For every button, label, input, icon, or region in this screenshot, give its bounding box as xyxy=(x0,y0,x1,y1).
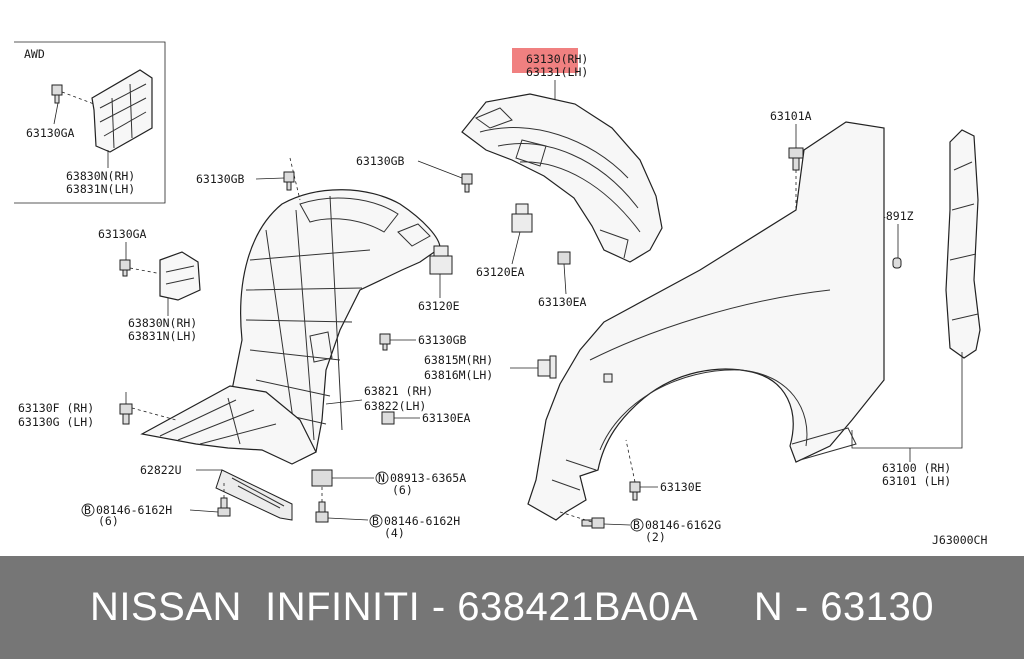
mid-bracket xyxy=(159,251,201,301)
circle-b-icon xyxy=(81,503,95,517)
bolt-icon xyxy=(788,147,804,171)
label-63830n-mid: 63830N(RH) xyxy=(128,316,197,330)
bolt-icon xyxy=(51,84,63,104)
label-63130g-lh: 63130G (LH) xyxy=(18,415,94,429)
label-08146-mid: 08146-6162H xyxy=(384,514,460,528)
bolt-icon xyxy=(283,171,295,191)
label-63822-lh: 63822(LH) xyxy=(364,399,426,413)
label-63830n-inset: 63830N(RH) xyxy=(66,169,135,183)
part-number-banner: NISSAN INFINITI - 638421BA0A N - 63130 xyxy=(0,556,1024,659)
circle-b-icon xyxy=(369,514,383,528)
parts-diagram: AWD 63130GA 63830N(RH) 63831N(LH) 63130(… xyxy=(14,41,988,547)
bolt-icon xyxy=(379,333,391,351)
label-63815m-rh: 63815M(RH) xyxy=(424,353,493,367)
label-63831n-mid: 63831N(LH) xyxy=(128,329,197,343)
circle-b-letter-3: B xyxy=(633,518,640,532)
diagram-reference-code: J63000CH xyxy=(932,533,987,547)
label-08146-right-qty: (2) xyxy=(645,530,666,544)
nut-08913 xyxy=(311,469,333,487)
circle-b-letter-2: B xyxy=(372,514,379,528)
label-08146-right: 08146-6162G xyxy=(645,518,721,532)
clip-63815m xyxy=(537,355,557,379)
fender-side-pillar xyxy=(945,129,981,359)
banner-text: NISSAN INFINITI - 638421BA0A N - 63130 xyxy=(89,585,935,629)
highlight-box xyxy=(512,48,578,73)
label-63130ga-mid: 63130GA xyxy=(98,227,147,241)
label-08146-mid-qty: (4) xyxy=(384,526,405,540)
label-63130gb-upper: 63130GB xyxy=(356,154,405,168)
circle-n-icon xyxy=(375,471,389,485)
label-63130gb-mid: 63130GB xyxy=(418,333,467,347)
circle-n-letter: N xyxy=(378,471,385,485)
label-63831n-inset: 63831N(LH) xyxy=(66,182,135,196)
upper-fender-liner xyxy=(461,93,663,263)
clip-63120e xyxy=(429,245,453,275)
label-63130-rh: 63130(RH) xyxy=(526,52,588,66)
nut-63130ea-lower xyxy=(381,411,395,425)
label-62822u: 62822U xyxy=(140,463,182,477)
bolt-icon xyxy=(119,259,131,277)
label-63101-lh: 63101 (LH) xyxy=(882,474,951,488)
label-63120ea: 63120EA xyxy=(476,265,525,279)
bolt-icon xyxy=(315,501,329,523)
bolt-icon xyxy=(217,497,231,517)
plug-64891z xyxy=(892,257,902,269)
label-08913: 08913-6365A xyxy=(390,471,466,485)
bolt-icon xyxy=(581,517,605,529)
inset-title: AWD xyxy=(24,47,45,61)
bolt-icon xyxy=(461,173,473,193)
clip-63120ea xyxy=(511,203,533,233)
label-63130ea-upper: 63130EA xyxy=(538,295,587,309)
label-63131-lh: 63131(LH) xyxy=(526,65,588,79)
label-08913-qty: (6) xyxy=(392,483,413,497)
circle-b-letter-1: B xyxy=(84,503,91,517)
label-08146-left-qty: (6) xyxy=(98,514,119,528)
circle-b-icon xyxy=(630,518,644,532)
main-wheel-liner xyxy=(231,189,441,461)
label-63130f-rh: 63130F (RH) xyxy=(18,401,94,415)
awd-inset: AWD 63130GA 63830N(RH) 63831N(LH) xyxy=(14,41,166,204)
label-63130ga-inset: 63130GA xyxy=(26,126,75,140)
label-08146-left: 08146-6162H xyxy=(96,503,172,517)
label-63130gb-left: 63130GB xyxy=(196,172,245,186)
label-63130ea-lower: 63130EA xyxy=(422,411,471,425)
label-63821-rh: 63821 (RH) xyxy=(364,384,433,398)
label-63101a: 63101A xyxy=(770,109,812,123)
label-63816m-lh: 63816M(LH) xyxy=(424,368,493,382)
label-63130e: 63130E xyxy=(660,480,702,494)
lower-bracket xyxy=(215,469,293,521)
label-63120e: 63120E xyxy=(418,299,460,313)
front-fender xyxy=(527,121,885,521)
bolt-icon xyxy=(629,481,641,501)
bolt-icon xyxy=(119,403,133,425)
under-cover xyxy=(140,385,317,465)
nut-63130ea xyxy=(557,251,571,265)
label-63100-rh: 63100 (RH) xyxy=(882,461,951,475)
